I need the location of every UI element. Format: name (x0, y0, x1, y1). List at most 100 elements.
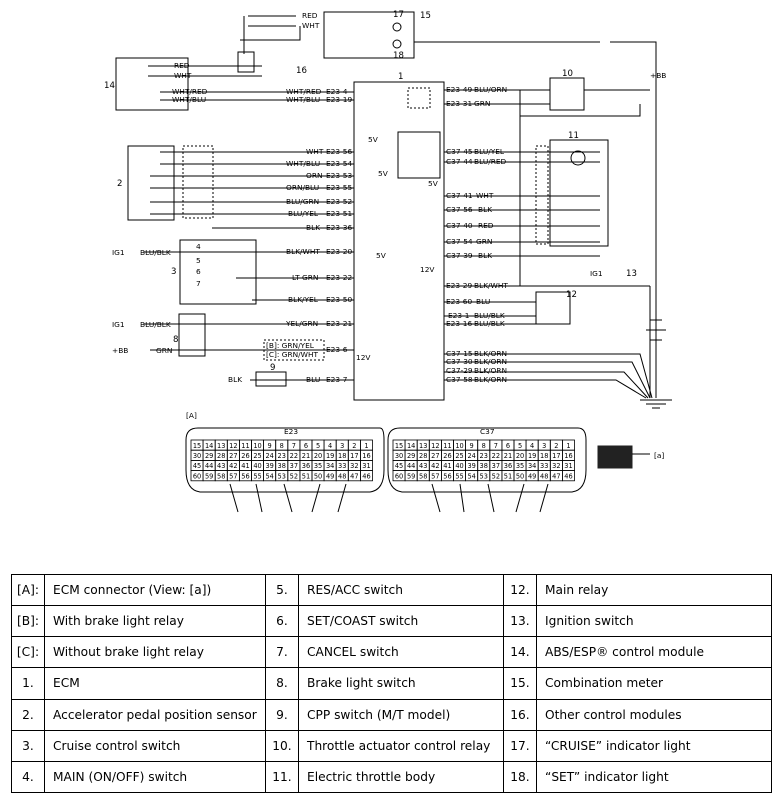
connector-pin-number: 26 (241, 452, 249, 460)
wire-wht-abs: WHT (174, 71, 192, 80)
callout-10: 10 (562, 69, 573, 79)
connector-pin-number: 33 (540, 462, 548, 470)
legend-key: 12. (503, 573, 537, 607)
legend-value: Electric throttle body (298, 760, 504, 794)
term-e23-53: E23-53 (326, 171, 352, 180)
connector-pin-number: 25 (455, 452, 463, 460)
abs-esp-module-box (115, 57, 189, 111)
c37-connector-name: C37 (480, 427, 495, 436)
ecm-box (353, 81, 445, 401)
voltage-5v-4: 5V (376, 251, 386, 260)
legend-value: Combination meter (536, 667, 772, 700)
wire-c37-41: WHT (476, 191, 494, 200)
connector-pin-number: 42 (229, 462, 237, 470)
term-e23-21: E23-21 (326, 319, 352, 328)
connector-pin-number: 5 (518, 442, 522, 450)
ig1-label-2: IG1 (112, 320, 125, 329)
connector-pin-number: 53 (278, 472, 286, 480)
connector-pin-number: 49 (528, 472, 536, 480)
connector-pin-number: 29 (205, 452, 213, 460)
connector-pin-number: 1 (566, 442, 570, 450)
connector-pin-number: 48 (338, 472, 346, 480)
wire-e23-7: BLU (306, 375, 320, 384)
callout-8: 8 (173, 335, 178, 345)
wire-e23-1: BLU/BLK (474, 311, 505, 320)
connector-pin-number: 50 (516, 472, 524, 480)
term-e23-22: E23-22 (326, 273, 352, 282)
connector-pin-number: 8 (482, 442, 486, 450)
connector-pin-number: 14 (205, 442, 213, 450)
wire-blu-blk-brake: BLU/BLK (140, 320, 171, 329)
connector-pin-number: 46 (362, 472, 370, 480)
voltage-12v-2: 12V (356, 353, 370, 362)
legend-value: Throttle actuator control relay (298, 729, 504, 762)
wire-wht-red-left: WHT/RED (172, 87, 208, 96)
connector-pin-number: 29 (407, 452, 415, 460)
connector-pin-number: 55 (455, 472, 463, 480)
connector-pin-number: 19 (326, 452, 334, 460)
callout-6: 6 (196, 267, 201, 276)
connector-pin-number: 43 (419, 462, 427, 470)
connector-pin-number: 26 (443, 452, 451, 460)
connector-pin-number: 7 (494, 442, 498, 450)
term-e23-31: E23-31 (446, 99, 472, 108)
legend-value: SET/COAST switch (298, 605, 504, 638)
term-e23-52: E23-52 (326, 197, 352, 206)
wire-e23-50: BLK/YEL (288, 295, 319, 304)
legend-key: 1. (11, 667, 45, 700)
legend-key: 13. (503, 605, 537, 638)
bb-label-1: +BB (112, 346, 128, 355)
brake-relay-note-b: [B]: GRN/YEL (266, 341, 315, 350)
connector-pin-number: 3 (542, 442, 546, 450)
term-c37-41: C37-41 (446, 191, 473, 200)
term-e23-36: E23-36 (326, 223, 352, 232)
term-c37-58: C37-58 (446, 375, 473, 384)
wire-e23-20: BLK/WHT (286, 247, 320, 256)
wire-e23-21: YEL/GRN (285, 319, 318, 328)
connector-pin-number: 12 (431, 442, 439, 450)
term-e23-16: E23-16 (446, 319, 472, 328)
wire-e23-19: WHT/BLU (286, 95, 320, 104)
wire-blk-cpp: BLK (228, 375, 242, 384)
term-c37-15: C37-15 (446, 349, 473, 358)
wire-c37-15: BLK/ORN (474, 349, 507, 358)
app-sensor-box (127, 145, 175, 221)
connector-pin-number: 44 (407, 462, 415, 470)
connector-pin-number: 59 (205, 472, 213, 480)
connector-pin-number: 21 (302, 452, 310, 460)
legend-key: 6. (265, 605, 299, 638)
wire-c37-58: BLK/ORN (474, 375, 507, 384)
connector-pin-number: 50 (314, 472, 322, 480)
connector-pin-number: 20 (314, 452, 322, 460)
connector-pin-number: 23 (278, 452, 286, 460)
wire-c37-56: BLK (478, 205, 492, 214)
connector-pin-number: 16 (362, 452, 370, 460)
connector-pin-number: 38 (278, 462, 286, 470)
connector-pin-number: 38 (480, 462, 488, 470)
legend-key: 8. (265, 667, 299, 700)
wire-wht-top: WHT (302, 21, 320, 30)
callout-12: 12 (566, 290, 577, 300)
connector-pin-number: 9 (268, 442, 272, 450)
connector-pin-number: 37 (492, 462, 500, 470)
connector-pin-number: 10 (253, 442, 261, 450)
brake-light-switch-box (178, 313, 206, 357)
set-indicator-light (392, 39, 402, 49)
connector-pin-number: 60 (193, 472, 201, 480)
connector-pin-number: 24 (467, 452, 475, 460)
callout-a-small: [a] (654, 451, 664, 460)
legend-key: 7. (265, 636, 299, 669)
connector-pin-number: 58 (419, 472, 427, 480)
callout-14: 14 (104, 81, 115, 91)
connector-pin-number: 4 (328, 442, 332, 450)
connector-pin-number: 57 (229, 472, 237, 480)
legend-value: ECM (44, 667, 266, 700)
connector-pin-number: 16 (564, 452, 572, 460)
legend-value: “CRUISE” indicator light (536, 729, 772, 762)
wire-e23-31: GRN (474, 99, 490, 108)
wire-e23-56: WHT (306, 147, 324, 156)
connector-pin-number: 43 (217, 462, 225, 470)
connector-pin-number: 40 (455, 462, 463, 470)
